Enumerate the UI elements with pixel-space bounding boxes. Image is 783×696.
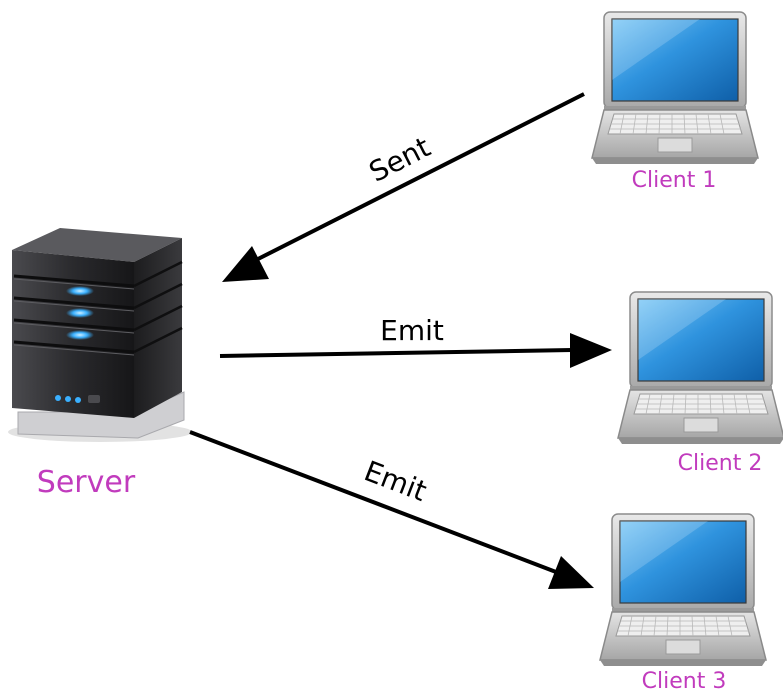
arrow-line bbox=[257, 92, 585, 261]
client-3-label: Client 3 bbox=[642, 669, 727, 694]
arrow-line bbox=[219, 348, 573, 358]
server-label: Server bbox=[37, 465, 136, 500]
arrow-line bbox=[189, 430, 557, 574]
laptop-icon bbox=[599, 513, 767, 667]
arrowhead-icon bbox=[222, 246, 269, 282]
edge-label-sent: Sent bbox=[364, 130, 436, 188]
arrowhead-icon bbox=[548, 556, 594, 589]
server-tower-icon bbox=[8, 228, 192, 442]
arrowhead-icon bbox=[570, 333, 612, 368]
edge-emit-client-2: Emit bbox=[219, 314, 612, 368]
laptop-icon bbox=[591, 11, 759, 165]
client-2-label: Client 2 bbox=[678, 451, 763, 476]
client-1-node: Client 1 bbox=[591, 11, 759, 193]
laptop-icon bbox=[617, 291, 783, 445]
edge-label-emit-client-2: Emit bbox=[380, 314, 444, 347]
edge-emit-client-3: Emit bbox=[189, 430, 594, 589]
client-2-node: Client 2 bbox=[617, 291, 783, 476]
client-1-label: Client 1 bbox=[632, 168, 717, 193]
client-3-node: Client 3 bbox=[599, 513, 767, 694]
server-node: Server bbox=[8, 228, 192, 500]
edge-sent: Sent bbox=[222, 92, 585, 282]
